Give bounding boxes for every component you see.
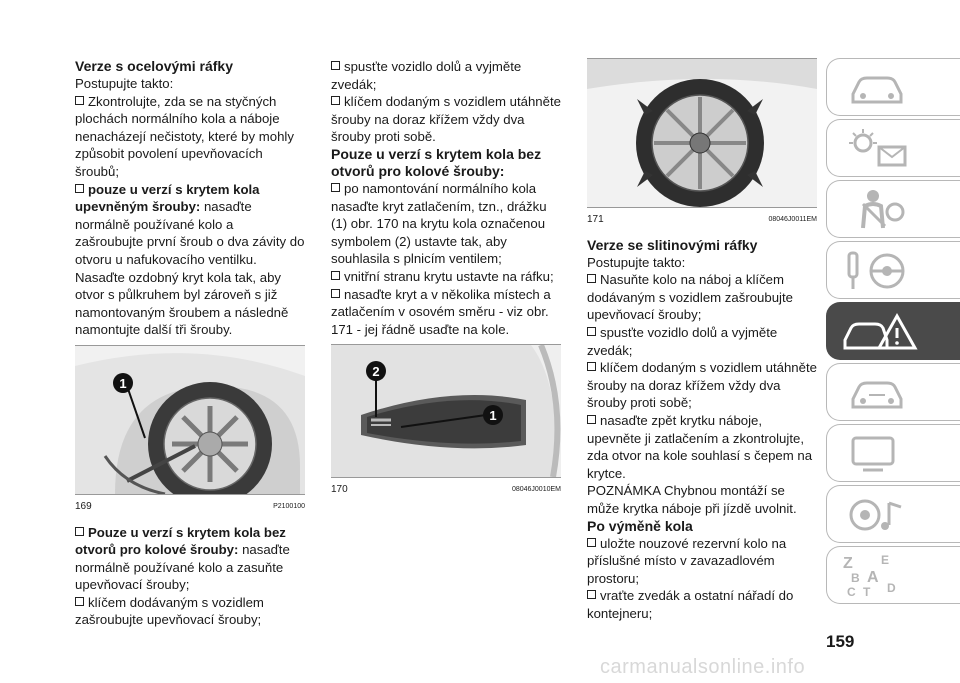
intro-text: Postupujte takto:	[587, 254, 686, 270]
list-item: klíčem dodaným s vozidlem utáhněte šroub…	[331, 94, 561, 145]
list-item: po namontování normálního kola nasaďte k…	[331, 180, 547, 267]
list-item: spusťte vozidlo dolů a vyjměte zvedák;	[587, 324, 778, 358]
index-letter: T	[863, 585, 871, 599]
figure-code: 08046J0011EM	[768, 216, 817, 223]
checkbox-bullet-icon	[75, 596, 84, 606]
tab-multimedia[interactable]	[826, 485, 960, 543]
list-item: vraťte zvedák a ostatní nářadí do kontej…	[587, 588, 794, 621]
audio-nav-icon	[849, 499, 902, 531]
tab-servicing[interactable]	[826, 363, 960, 421]
index-letter: E	[881, 553, 889, 567]
list-item: nasaďte kryt a v několika místech a zatl…	[331, 286, 551, 337]
tab-index[interactable]: Z E B A C T D	[826, 546, 960, 604]
checkbox-bullet-icon	[331, 96, 340, 106]
key-steering-wheel-icon	[847, 251, 905, 289]
list-item: uložte nouzové rezervní kolo na příslušn…	[587, 535, 787, 586]
column-1: Verze s ocelovými ráfky Postupujte takto…	[75, 58, 305, 629]
checkbox-bullet-icon	[75, 183, 84, 193]
section-heading-after-change: Po výměně kola	[587, 517, 693, 534]
checkbox-bullet-icon	[331, 61, 340, 70]
checkbox-bullet-icon	[587, 590, 596, 600]
checkbox-bullet-icon	[331, 288, 340, 298]
section-heading-steel-rims: Verze s ocelovými ráfky	[75, 58, 233, 74]
tab-safety[interactable]	[826, 180, 960, 238]
figure-number: 169	[75, 500, 92, 512]
alloy-wheel-push-illustration	[587, 59, 817, 207]
checkbox-bullet-icon	[75, 95, 84, 105]
section-heading-alloy-rims: Verze se slitinovými ráfky	[587, 236, 758, 253]
checkbox-bullet-icon	[331, 182, 340, 192]
list-item: klíčem dodaným s vozidlem utáhněte šroub…	[587, 360, 817, 411]
svg-text:1: 1	[489, 408, 496, 423]
checkbox-bullet-icon	[587, 362, 596, 372]
list-item: nasaďte zpět krytku náboje, upevněte ji …	[587, 412, 813, 481]
tab-emergency[interactable]	[826, 302, 960, 360]
figure-caption: 171 08046J0011EM	[587, 211, 817, 229]
index-letter: B	[851, 571, 860, 585]
car-icon	[851, 76, 903, 104]
checkbox-bullet-icon	[331, 270, 340, 280]
checkbox-bullet-icon	[587, 274, 596, 284]
figure-171	[587, 58, 817, 208]
figure-caption: 170 08046J0010EM	[331, 481, 561, 499]
svg-text:1: 1	[119, 376, 126, 391]
checkbox-bullet-icon	[587, 326, 596, 336]
watermark: carmanualsonline.info	[600, 656, 806, 678]
figure-code: 08046J0010EM	[511, 486, 561, 494]
section-heading-hubcap: Pouze u verzí s krytem kola bez otvorů p…	[331, 145, 542, 179]
index-icon: Z E B A C T D	[843, 553, 896, 599]
index-letter: D	[887, 581, 896, 595]
figure-code: P2100100	[273, 502, 305, 510]
index-letter: C	[847, 585, 856, 599]
tab-car[interactable]	[826, 58, 960, 116]
list-item: klíčem dodávaným s vozidlem zašroubujte …	[75, 594, 264, 628]
list-item: pouze u verzí s krytem kola upevněným šr…	[75, 181, 305, 338]
list-item: Pouze u verzí s krytem kola bez otvorů p…	[75, 524, 290, 593]
column-3: 171 08046J0011EM Verze se slitinovými rá…	[587, 58, 817, 622]
column-2: spusťte vozidlo dolů a vyjměte zvedák; k…	[331, 58, 561, 507]
list-item: vnitřní stranu krytu ustavte na ráfku;	[331, 268, 561, 286]
svg-text:2: 2	[372, 364, 379, 379]
figure-number: 170	[331, 484, 348, 496]
car-service-icon	[851, 381, 903, 409]
figure-number: 171	[587, 214, 604, 225]
breakdown-icon	[843, 312, 918, 350]
index-letter: A	[867, 569, 879, 586]
checkbox-bullet-icon	[75, 526, 84, 536]
display-icon	[851, 436, 895, 472]
warning-lights-icon	[849, 129, 907, 167]
tab-starting-driving[interactable]	[826, 241, 960, 299]
list-item: spusťte vozidlo dolů a vyjměte zvedák;	[331, 59, 522, 92]
tab-technical-data[interactable]	[826, 424, 960, 482]
note-text: POZNÁMKA Chybnou montáží se může krytka …	[587, 483, 797, 516]
page-number: 159	[826, 632, 855, 651]
wheel-with-bolts-illustration: 1	[75, 345, 305, 494]
figure-caption: 169 P2100100	[75, 498, 305, 516]
list-item: Zkontrolujte, zda se na styčných plochác…	[75, 93, 294, 179]
index-letter: Z	[843, 555, 853, 572]
checkbox-bullet-icon	[587, 537, 596, 547]
figure-170: 2 1	[331, 344, 561, 479]
list-item: Nasuňte kolo na náboj a klíčem dodávaným…	[587, 272, 793, 323]
checkbox-bullet-icon	[587, 414, 596, 424]
figure-169: 1	[75, 344, 305, 495]
hubcap-valve-illustration: 2 1	[331, 345, 561, 478]
intro-text: Postupujte takto:	[75, 76, 174, 91]
tab-warning-lights[interactable]	[826, 119, 960, 177]
seatbelt-airbag-icon	[861, 190, 905, 229]
